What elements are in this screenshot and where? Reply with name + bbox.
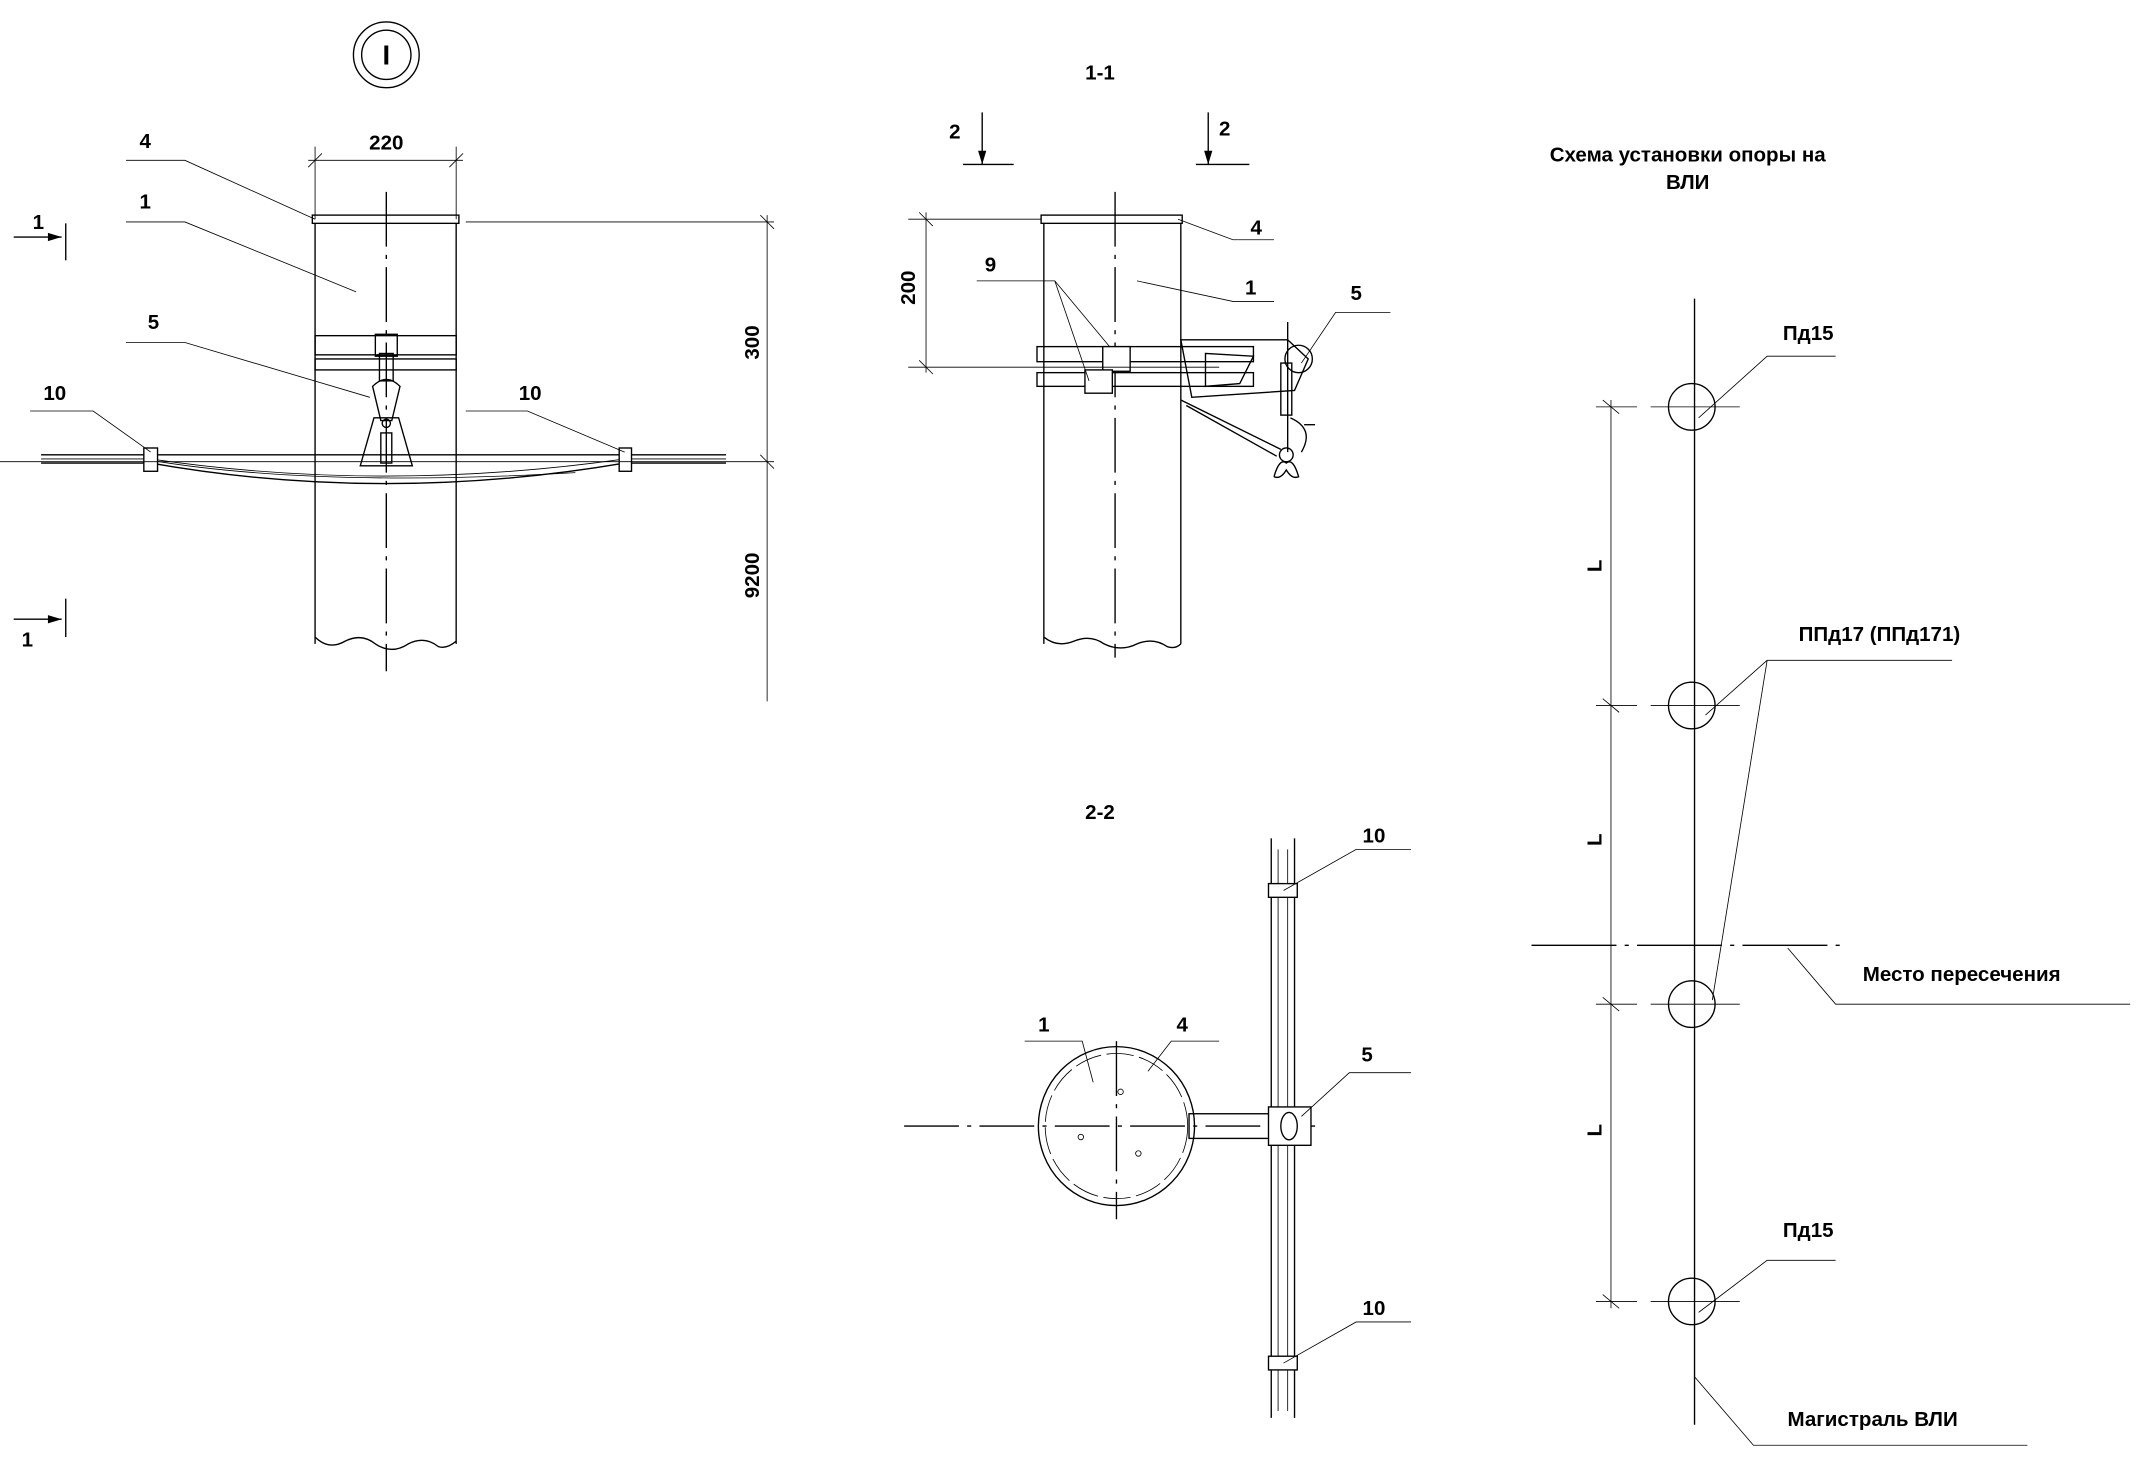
band — [1036, 345, 1255, 394]
bracket-clamp — [1180, 321, 1316, 479]
section-mark-top: 1 — [13, 211, 67, 261]
svg-text:L: L — [1583, 1124, 1606, 1137]
svg-text:10: 10 — [1363, 1297, 1386, 1320]
leader-clamp: 5 — [126, 311, 370, 398]
leader-tie-right: 10 — [465, 382, 625, 453]
svg-text:2: 2 — [1219, 118, 1230, 141]
label-ppd17: ППд17 (ППд171) — [1705, 623, 1961, 1001]
section-1-1: 1-1 2 2 200 — [897, 61, 1391, 658]
leader-band: 9 — [976, 253, 1110, 382]
svg-text:10: 10 — [43, 382, 66, 405]
svg-text:1: 1 — [33, 211, 44, 234]
svg-text:Магистраль ВЛИ: Магистраль ВЛИ — [1787, 1408, 1957, 1431]
svg-text:10: 10 — [519, 382, 542, 405]
view-main: I 220 300 9200 — [0, 21, 775, 702]
cut-mark-left: 2 — [949, 112, 1014, 166]
leader-cap: 4 — [1147, 1014, 1220, 1072]
svg-text:2-2: 2-2 — [1085, 801, 1115, 824]
section-mark-bottom: 1 — [13, 598, 67, 652]
svg-text:Схема установки опоры на: Схема установки опоры на — [1550, 144, 1827, 167]
tie-left — [143, 447, 159, 472]
svg-text:5: 5 — [1350, 282, 1361, 305]
cut-mark-right: 2 — [1195, 112, 1250, 166]
svg-text:1: 1 — [139, 190, 150, 213]
leader-tie-bottom: 10 — [1283, 1297, 1411, 1364]
tie-bottom — [1267, 1355, 1298, 1371]
leader-pole: 1 — [126, 190, 357, 293]
dim-vertical: 300 9200 — [0, 214, 775, 702]
label-pd15-top: Пд15 — [1698, 322, 1836, 419]
label-crossing: Место пересечения — [1787, 947, 2131, 1005]
span-dimension: L L L — [1583, 399, 1620, 1309]
svg-text:5: 5 — [1361, 1044, 1372, 1067]
svg-text:9200: 9200 — [741, 553, 764, 599]
leader-cap: 4 — [126, 130, 316, 220]
section-2-2: 2-2 10 10 5 1 4 — [904, 801, 1411, 1418]
svg-text:300: 300 — [741, 325, 764, 359]
dim-200: 200 — [897, 212, 1220, 375]
svg-text:4: 4 — [1176, 1014, 1188, 1037]
svg-text:L: L — [1583, 560, 1606, 573]
leader-pole: 1 — [1024, 1014, 1094, 1083]
svg-text:5: 5 — [148, 311, 159, 334]
svg-text:1: 1 — [1038, 1014, 1049, 1037]
label-pd15-bottom: Пд15 — [1698, 1219, 1836, 1313]
svg-text:ВЛИ: ВЛИ — [1666, 171, 1709, 194]
leader-tie-top: 10 — [1283, 825, 1411, 891]
tie-right — [618, 447, 633, 472]
svg-text:I: I — [382, 39, 390, 70]
svg-text:Место пересечения: Место пересечения — [1863, 963, 2061, 986]
suspension-clamp — [359, 333, 414, 467]
leader-clamp: 5 — [1301, 1044, 1411, 1117]
pole-cap — [311, 214, 460, 225]
svg-text:9: 9 — [985, 253, 996, 276]
pole — [314, 223, 457, 651]
pole — [1043, 223, 1182, 649]
pole-cap — [1040, 214, 1183, 225]
pole-section — [904, 1041, 1316, 1220]
svg-text:4: 4 — [1250, 216, 1262, 239]
svg-text:4: 4 — [139, 130, 151, 153]
poles — [1595, 382, 1740, 1326]
band — [314, 334, 457, 371]
svg-text:1: 1 — [22, 629, 33, 652]
leader-cap: 4 — [1177, 216, 1274, 241]
label-mainline: Магистраль ВЛИ — [1694, 1376, 2028, 1446]
installation-scheme: Схема установки опоры на ВЛИ L L L Пд15 … — [1531, 144, 2131, 1446]
svg-text:200: 200 — [897, 271, 920, 305]
svg-text:1: 1 — [1245, 277, 1256, 300]
leader-tie-left: 10 — [30, 382, 151, 453]
dim-width: 220 — [307, 131, 464, 220]
leader-clamp: 5 — [1301, 282, 1391, 364]
svg-text:Пд15: Пд15 — [1783, 1219, 1834, 1242]
cable-vertical — [1267, 838, 1312, 1418]
svg-text:2: 2 — [949, 120, 960, 143]
svg-text:ППд17 (ППд171): ППд17 (ППд171) — [1799, 623, 1961, 646]
svg-text:220: 220 — [369, 131, 403, 154]
view-marker: I — [352, 21, 420, 89]
leader-pole: 1 — [1136, 277, 1274, 302]
svg-text:L: L — [1583, 834, 1606, 847]
tie-top — [1267, 882, 1298, 898]
svg-text:Пд15: Пд15 — [1783, 322, 1834, 345]
svg-text:1-1: 1-1 — [1085, 61, 1115, 84]
svg-text:10: 10 — [1363, 825, 1386, 848]
